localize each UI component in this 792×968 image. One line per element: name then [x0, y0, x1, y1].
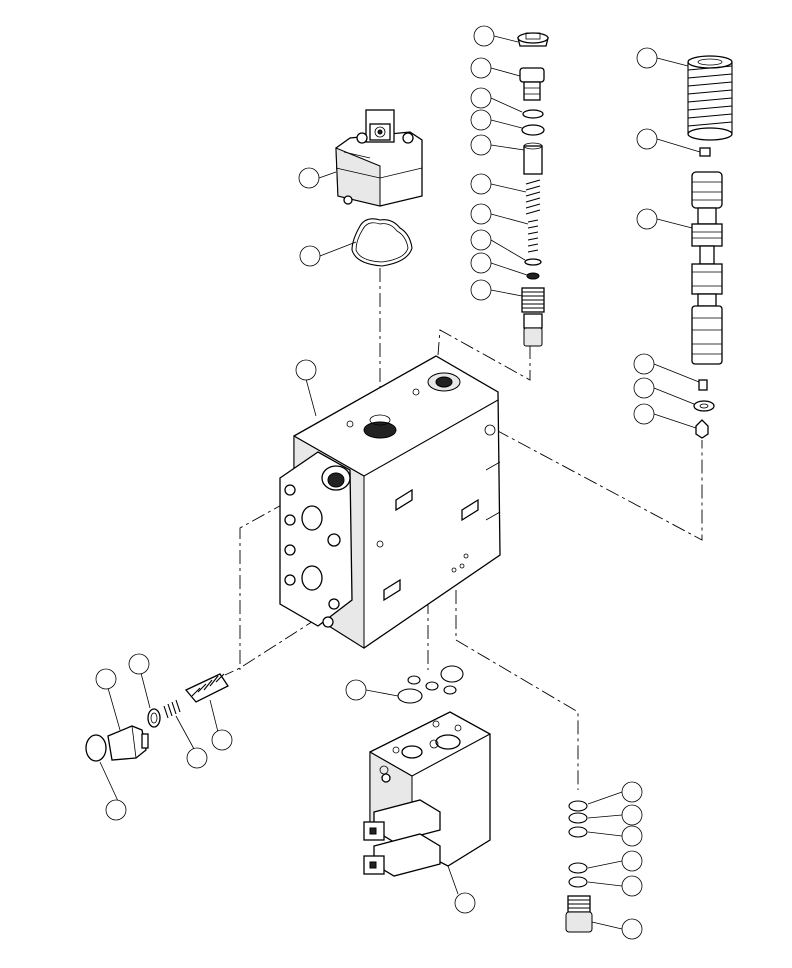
callout-16: [633, 403, 655, 425]
callout-19: [295, 359, 317, 381]
callout-7: [470, 203, 492, 225]
top-cover: [335, 109, 423, 207]
callout-12: [636, 128, 658, 150]
o-ring-cluster: [397, 665, 464, 704]
callout-29: [621, 825, 643, 847]
callout-10: [470, 279, 492, 301]
cartridge-stack: [517, 32, 549, 347]
spool-body: [691, 171, 723, 365]
callout-27: [621, 781, 643, 803]
callout-20: [95, 668, 117, 690]
callout-14: [633, 353, 655, 375]
callout-11: [636, 47, 658, 69]
spool-assembly: [687, 55, 733, 439]
callout-26: [454, 892, 476, 914]
callout-22: [105, 799, 127, 821]
callout-31: [621, 875, 643, 897]
callout-5: [470, 134, 492, 156]
callout-30: [621, 850, 643, 872]
callout-24: [211, 729, 233, 751]
callout-17: [298, 167, 320, 189]
solenoid-block: [363, 711, 491, 877]
spring-icon: [687, 55, 733, 141]
callout-23: [186, 747, 208, 769]
assembly-lines: [224, 268, 703, 790]
callout-21: [128, 653, 150, 675]
callout-2: [470, 57, 492, 79]
callout-18: [299, 245, 321, 267]
callout-6: [470, 173, 492, 195]
callout-4: [470, 109, 492, 131]
callout-32: [621, 918, 643, 940]
callout-9: [470, 252, 492, 274]
callout-1: [473, 25, 495, 47]
callout-3: [470, 87, 492, 109]
cover-gasket: [351, 218, 413, 267]
callout-13: [636, 208, 658, 230]
callouts: [95, 25, 701, 940]
callout-25: [345, 679, 367, 701]
seal-stack: [565, 800, 593, 933]
callout-8: [470, 229, 492, 251]
valve-body: [279, 355, 501, 649]
relief-plug-assembly: [85, 673, 229, 762]
callout-15: [633, 377, 655, 399]
callout-28: [621, 804, 643, 826]
